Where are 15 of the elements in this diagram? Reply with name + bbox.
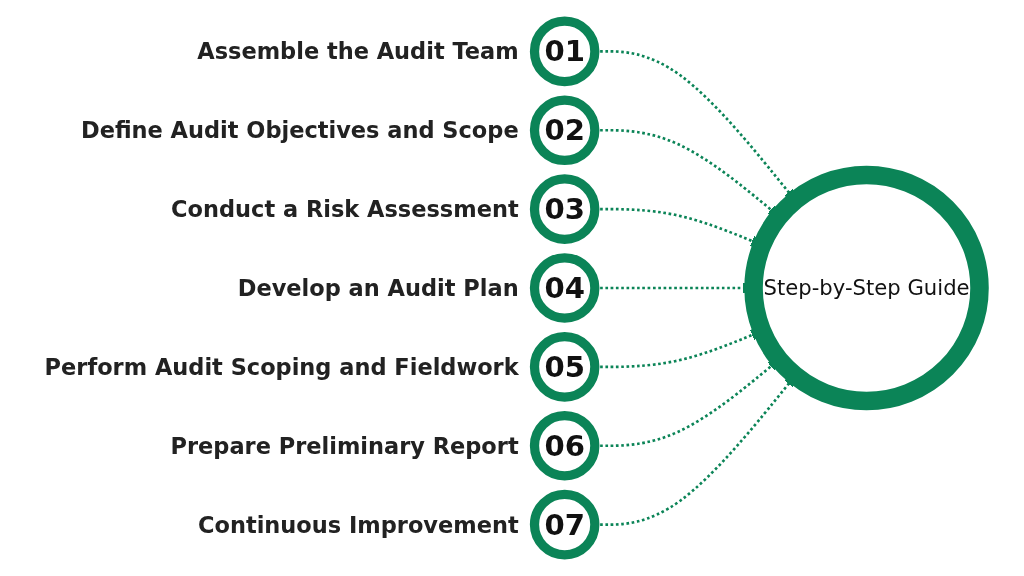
step-label: Prepare Preliminary Report	[170, 432, 519, 459]
step-label: Assemble the Audit Team	[197, 38, 519, 65]
step-label: Conduct a Risk Assessment	[171, 196, 519, 223]
step-number-circle: 02	[529, 95, 600, 166]
step-label: Develop an Audit Plan	[237, 274, 519, 301]
step-number-circle: 07	[529, 489, 600, 560]
step-number-circle: 06	[529, 410, 600, 481]
step-label: Perform Audit Scoping and Fieldwork	[44, 353, 519, 380]
step-label: Define Audit Objectives and Scope	[81, 117, 519, 144]
step-label: Continuous Improvement	[198, 511, 519, 538]
step-number-circle: 03	[529, 174, 600, 244]
step-number-circle: 01	[529, 16, 600, 87]
hub-circle: Step-by-Step Guide	[744, 165, 989, 411]
step-number-circle: 04	[529, 253, 600, 323]
step-number-circle: 05	[529, 332, 600, 402]
